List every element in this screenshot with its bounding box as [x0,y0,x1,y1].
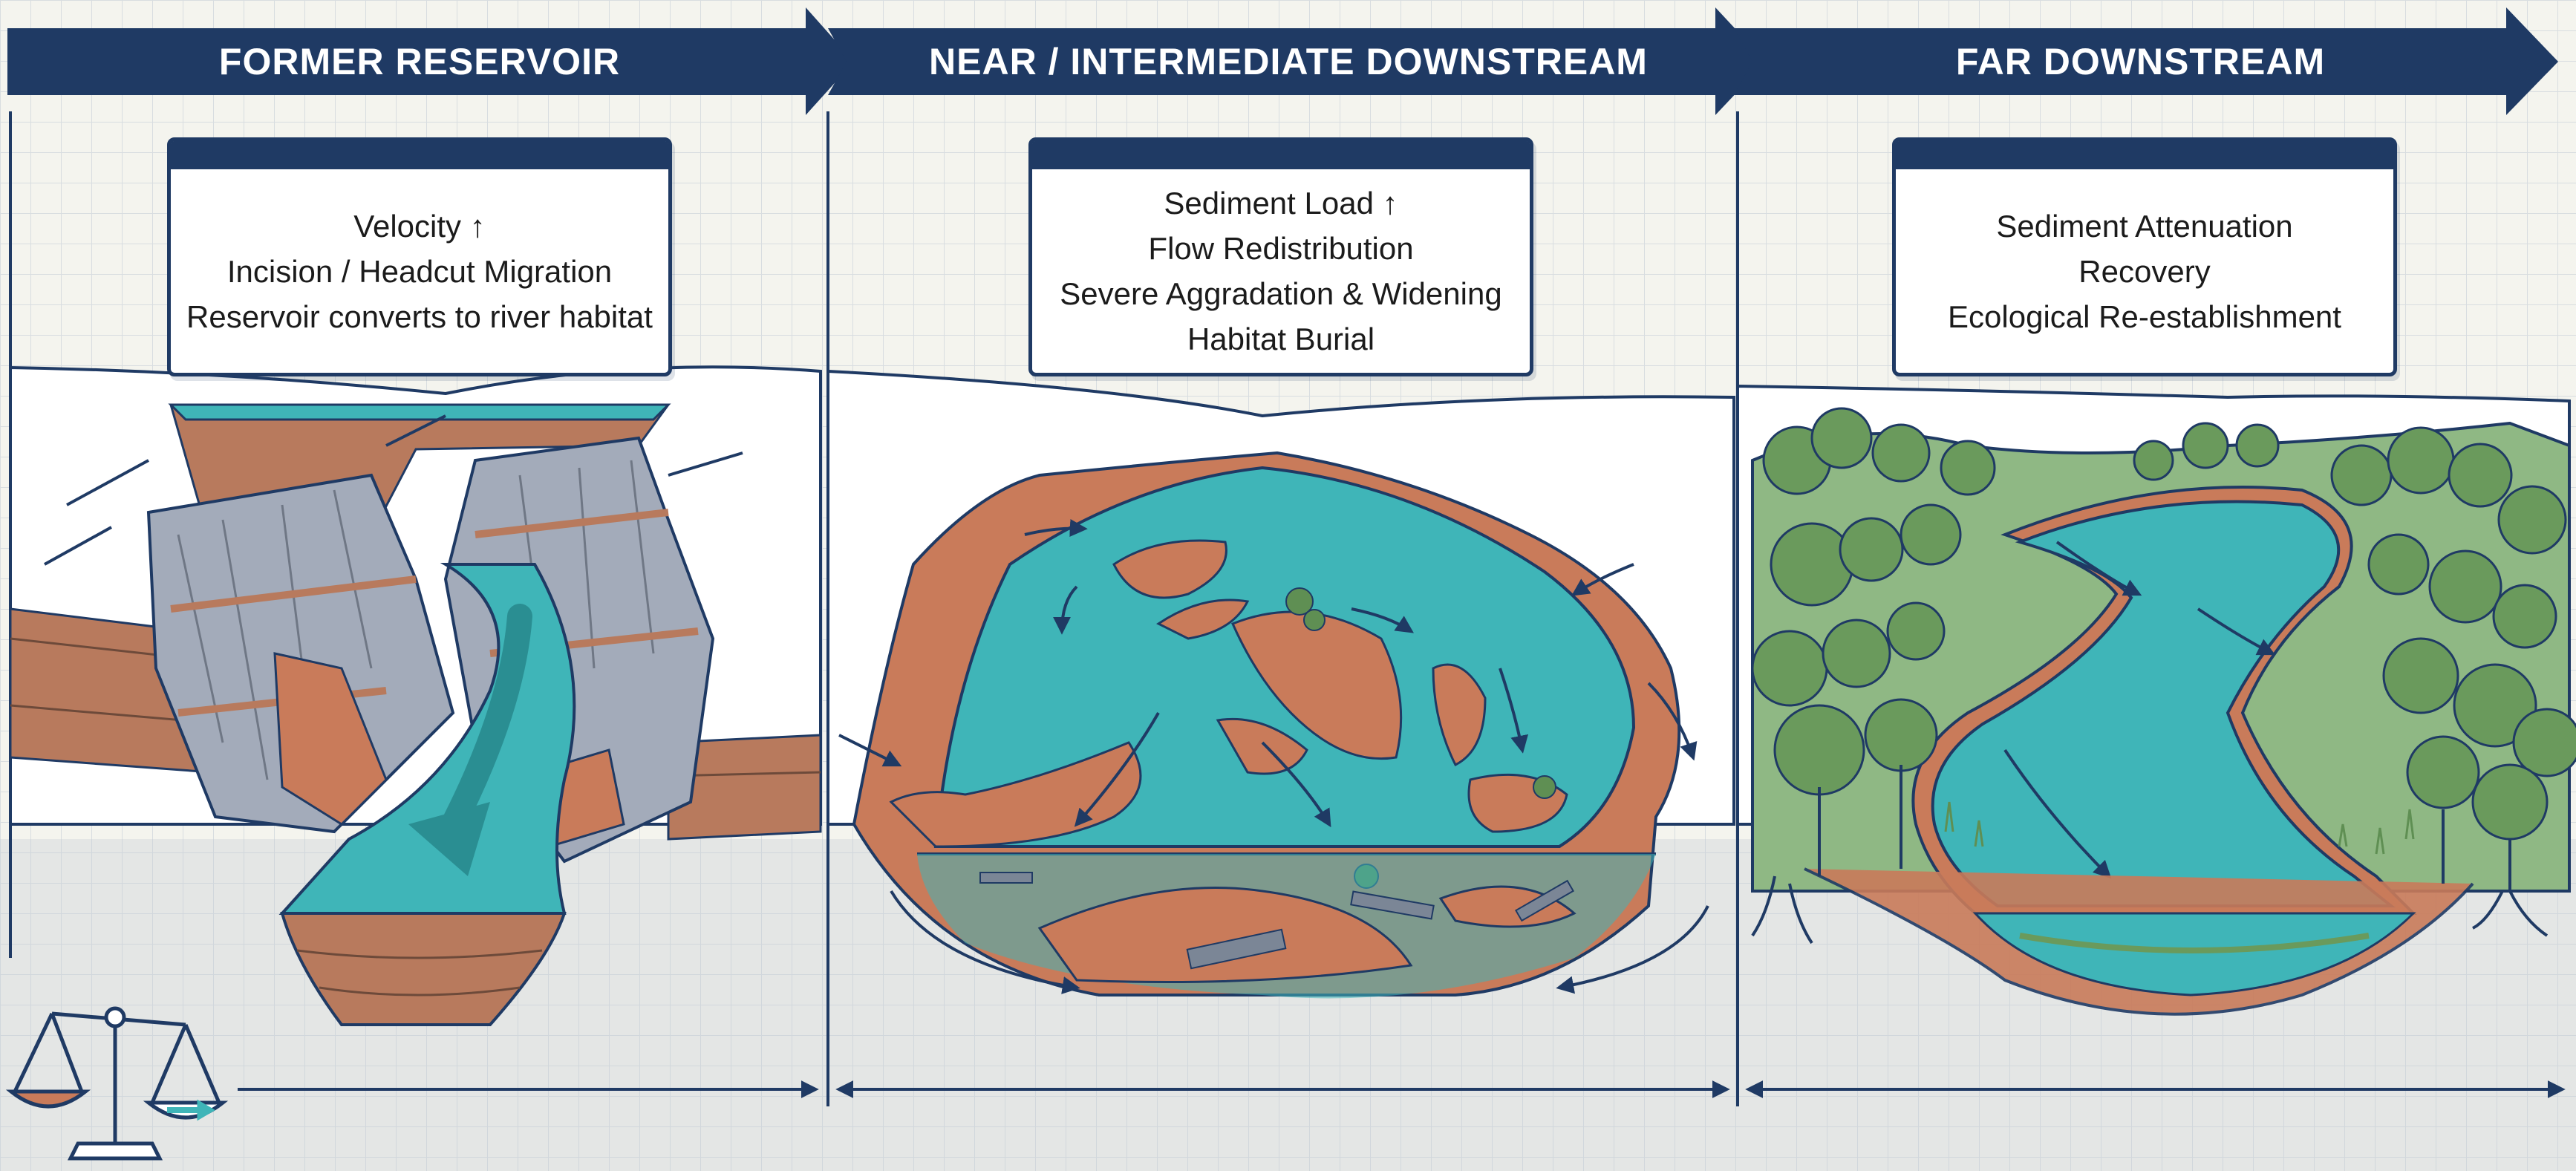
info-line: Flow Redistribution [1148,226,1413,271]
panel-2-braided-channel [828,371,1734,998]
info-box-near-intermediate: Sediment Load ↑ Flow Redistribution Seve… [1028,137,1533,376]
banner-former-reservoir: FORMER RESERVOIR [7,28,832,95]
info-line: Sediment Load ↑ [1164,180,1398,226]
info-box-lines: Sediment Attenuation Recovery Ecological… [1896,184,2393,358]
info-line: Severe Aggradation & Widening [1060,271,1501,316]
info-box-cap [171,141,668,169]
info-box-lines: Sediment Load ↑ Flow Redistribution Seve… [1032,184,1530,358]
info-line: Reservoir converts to river habitat [186,294,653,339]
info-line: Sediment Attenuation [1996,203,2292,249]
info-box-cap [1896,141,2393,169]
info-box-cap [1032,141,1530,169]
info-line: Recovery [2078,249,2210,294]
info-box-former-reservoir: Velocity ↑ Incision / Headcut Migration … [167,137,672,376]
banner-far-downstream: FAR DOWNSTREAM [1752,28,2528,95]
info-line: Ecological Re-establishment [1948,294,2341,339]
banner-near-intermediate-downstream: NEAR / INTERMEDIATE DOWNSTREAM [847,28,1730,95]
info-box-lines: Velocity ↑ Incision / Headcut Migration … [171,184,668,358]
info-box-far-downstream: Sediment Attenuation Recovery Ecological… [1892,137,2397,376]
info-line: Incision / Headcut Migration [227,249,612,294]
info-line: Velocity ↑ [353,203,485,249]
info-line: Habitat Burial [1187,316,1375,362]
